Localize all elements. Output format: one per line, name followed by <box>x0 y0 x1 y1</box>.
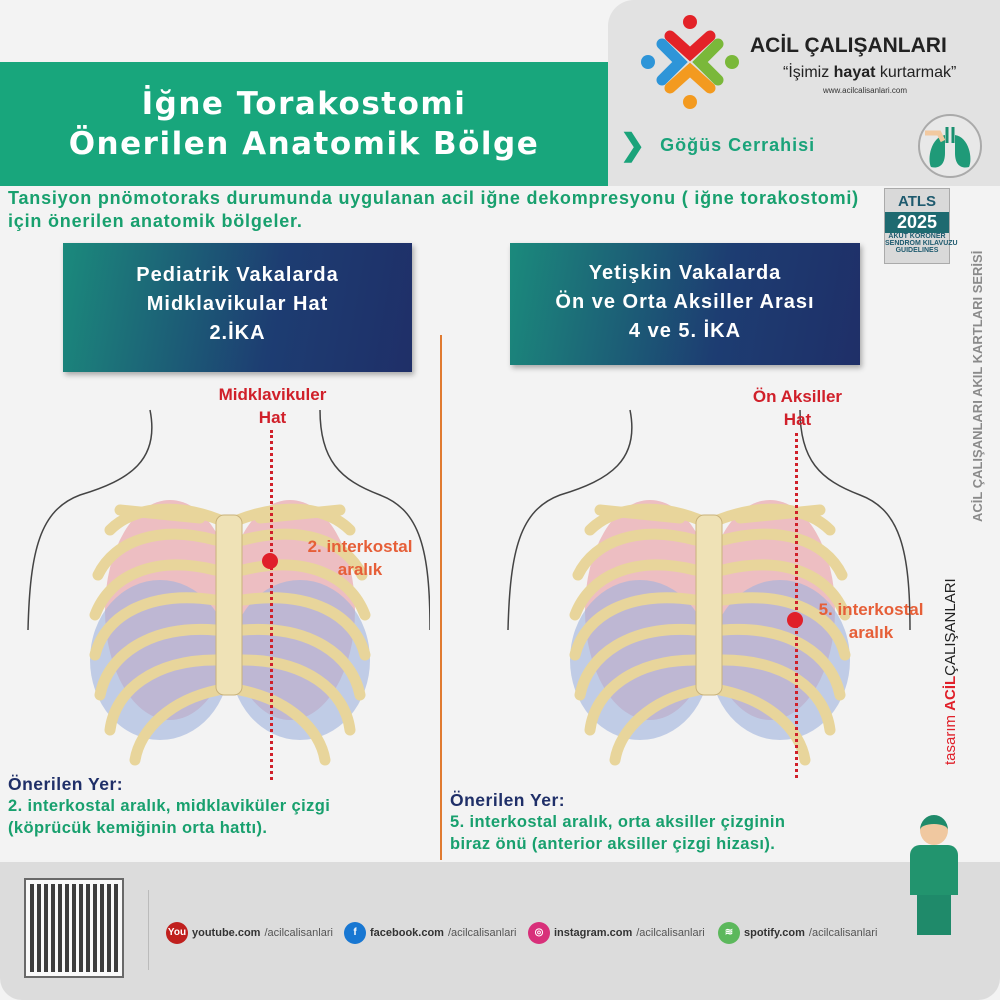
social-site: instagram.com <box>554 927 633 939</box>
rec-line: 2. interkostal aralık, midklaviküler çiz… <box>8 797 331 815</box>
brand-logo-icon <box>641 15 739 109</box>
footer-divider <box>148 890 149 970</box>
box-line: Yetişkin Vakalarda <box>588 262 782 284</box>
spotify-icon: ≋ <box>718 922 740 944</box>
box-line: Midklavikular Hat <box>146 293 329 315</box>
insertion-point-left <box>262 553 278 569</box>
badge-line: SENDROM KILAVUZU <box>885 240 958 247</box>
design-credit: tasarım ACİLÇALIŞANLARI <box>942 578 959 765</box>
box-line: Pediatrik Vakalarda <box>136 264 339 286</box>
social-site: youtube.com <box>192 927 261 939</box>
lungs-icon <box>918 114 982 178</box>
youtube-icon: You <box>166 922 188 944</box>
category: ❯Göğüs Cerrahisi <box>620 129 816 162</box>
rec-title: Önerilen Yer: <box>8 774 124 794</box>
page-title-line1: İğne Torakostomi <box>141 86 467 122</box>
recommendation-left: Önerilen Yer: 2. interkostal aralık, mid… <box>8 774 330 839</box>
brand-url: www.acilcalisanlari.com <box>823 86 908 95</box>
column-divider <box>440 335 442 860</box>
facebook-icon: f <box>344 922 366 944</box>
rec-line: biraz önü (anterior aksiller çizgi hizas… <box>450 835 776 853</box>
chest-illustration-right <box>507 409 911 766</box>
rec-line: 5. interkostal aralık, orta aksiller çiz… <box>450 813 786 831</box>
series-label: ACİL ÇALIŞANLARI AKIL KARTLARI SERİSİ <box>970 250 985 522</box>
midclavicular-line <box>270 430 273 780</box>
brand-name: ACİL ÇALIŞANLARI <box>750 34 947 57</box>
badge-line: AKUT KORONER <box>888 233 946 240</box>
social-link-facebook[interactable]: f facebook.com/acilcalisanlari <box>344 922 516 944</box>
rec-line: (köprücük kemiğinin orta hattı). <box>8 819 268 837</box>
brand-slogan: “İşimiz hayat kurtarmak” <box>783 64 957 81</box>
rec-title: Önerilen Yer: <box>450 790 566 810</box>
badge-top: ATLS <box>897 193 937 210</box>
social-handle: /acilcalisanlari <box>447 927 517 939</box>
chevron-right-icon: ❯ <box>620 129 647 162</box>
box-line: 2.İKA <box>209 322 266 344</box>
insertion-point-right <box>787 612 803 628</box>
title-banner: İğne Torakostomi Önerilen Anatomik Bölge <box>0 62 608 186</box>
doctor-illustration <box>905 815 965 935</box>
box-line: 4 ve 5. İKA <box>628 320 742 342</box>
social-site: spotify.com <box>744 927 805 939</box>
social-handle: /acilcalisanlari <box>808 927 878 939</box>
pediatric-header-box: Pediatrik Vakalarda Midklavikular Hat 2.… <box>63 243 412 372</box>
social-handle: /acilcalisanlari <box>264 927 333 939</box>
recommendation-right: Önerilen Yer: 5. interkostal aralık, ort… <box>450 790 785 855</box>
social-handle: /acilcalisanlari <box>636 927 705 939</box>
atls-badge: ATLS 2025 AKUT KORONER SENDROM KILAVUZU … <box>884 188 958 264</box>
badge-year: 2025 <box>885 212 949 233</box>
adult-header-box: Yetişkin Vakalarda Ön ve Orta Aksiller A… <box>510 243 860 365</box>
social-site: facebook.com <box>370 927 444 939</box>
social-link-youtube[interactable]: You youtube.com/acilcalisanlari <box>166 922 333 944</box>
qr-code[interactable] <box>24 878 124 978</box>
social-link-instagram[interactable]: ◎ instagram.com/acilcalisanlari <box>528 922 705 944</box>
page-title-line2: Önerilen Anatomik Bölge <box>68 126 540 162</box>
social-link-spotify[interactable]: ≋ spotify.com/acilcalisanlari <box>718 922 877 944</box>
instagram-icon: ◎ <box>528 922 550 944</box>
anterior-axillary-line <box>795 433 798 778</box>
intro-text: Tansiyon pnömotoraks durumunda uygulanan… <box>8 188 859 231</box>
box-line: Ön ve Orta Aksiller Arası <box>555 291 815 313</box>
badge-line: GUIDELINES <box>895 247 939 254</box>
chest-illustration-left <box>27 409 430 766</box>
